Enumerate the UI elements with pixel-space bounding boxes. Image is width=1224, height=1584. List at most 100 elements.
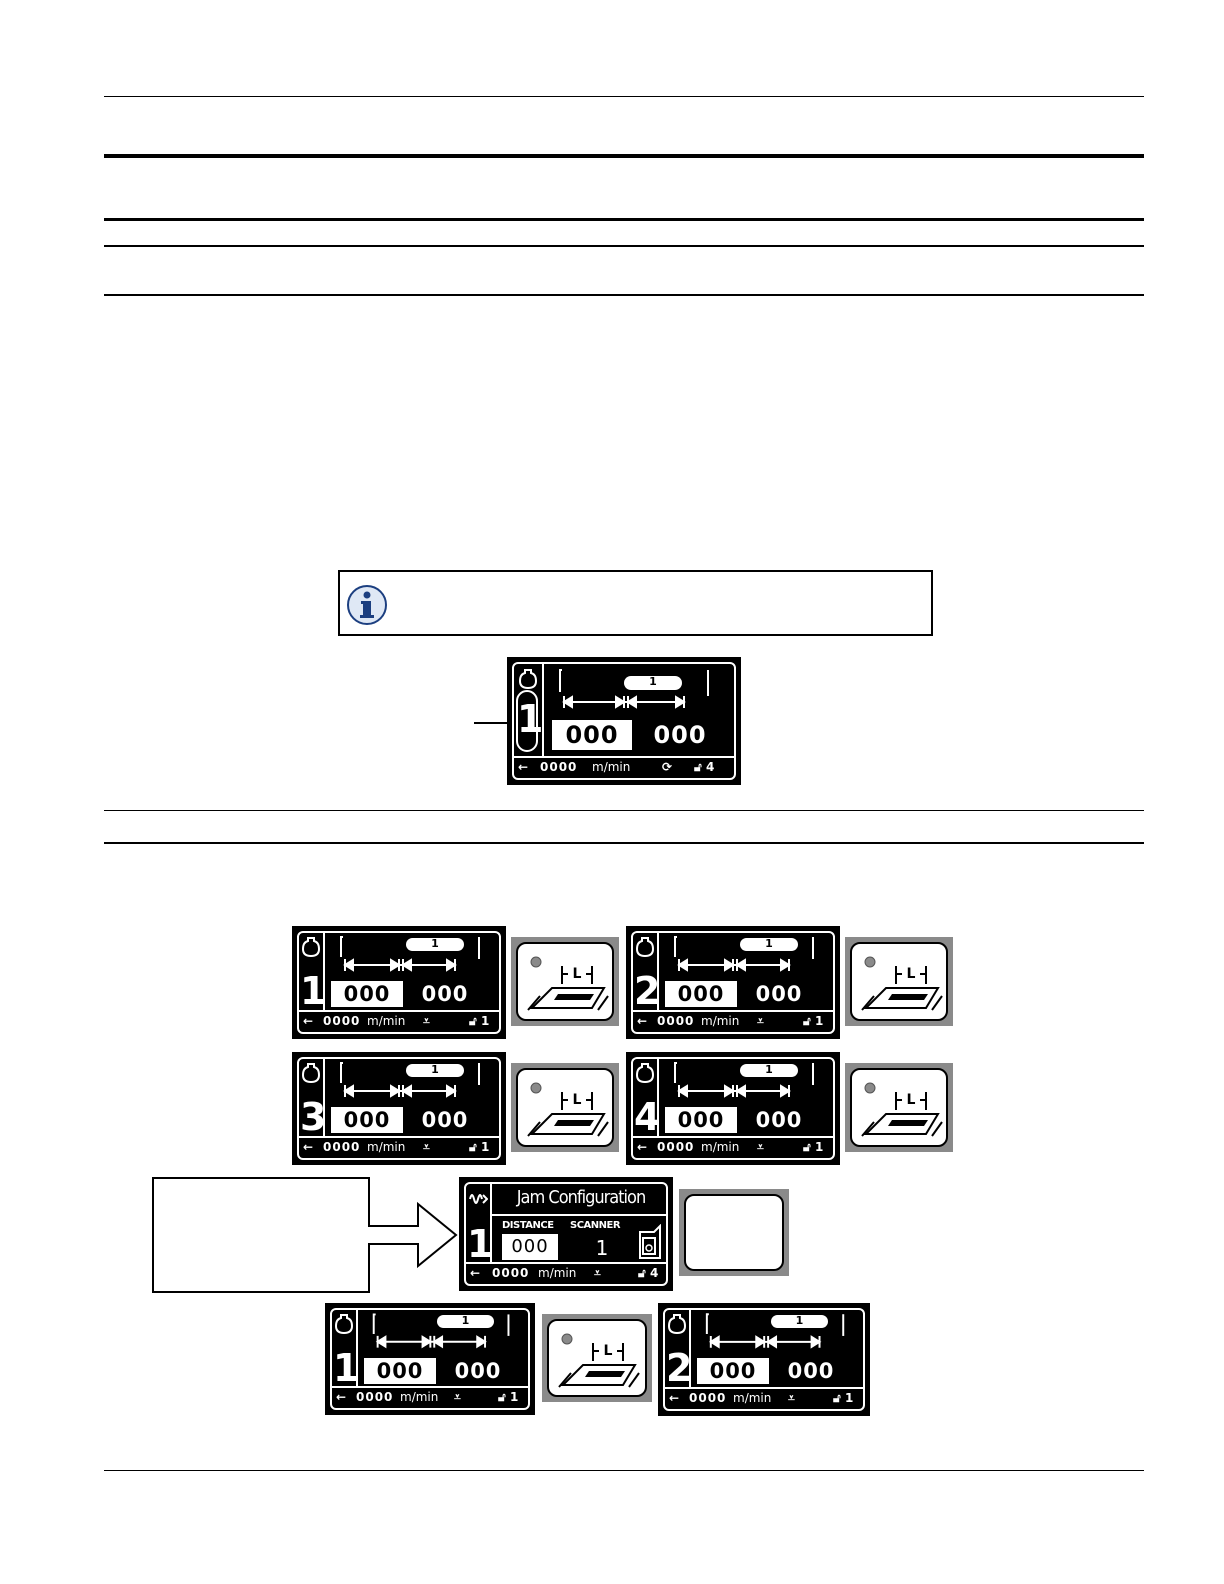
jam-lcd-display: 1 Jam Configuration DISTANCE 000 SCANNER…	[459, 1177, 673, 1291]
distance-value: 000	[502, 1234, 558, 1260]
value-left: 000	[331, 1107, 403, 1133]
jam-speed-unit: m/min	[538, 1266, 577, 1280]
speed-unit: m/min	[367, 1140, 406, 1154]
channel-number: 2	[666, 1346, 693, 1390]
channel-number: 1	[300, 969, 327, 1013]
scanner-pill: 1	[771, 1315, 828, 1328]
value-right: 000	[421, 982, 469, 1006]
back-arrow-icon: ←	[637, 1140, 648, 1154]
value-left: 000	[665, 1107, 737, 1133]
channel-number: 1	[333, 1346, 360, 1390]
wave-icon	[469, 1194, 488, 1204]
value-left: 000	[665, 981, 737, 1007]
lock-icon: 🔓︎	[803, 1014, 811, 1028]
lock-level: 1	[845, 1391, 854, 1405]
download-icon: ⩡	[757, 1140, 764, 1154]
status-bar: ← 0000 m/min ⩡ 🔓︎ 1	[633, 1010, 833, 1032]
channel-number: 2	[634, 969, 661, 1013]
length-graphic	[674, 936, 814, 972]
length-button-icon[interactable]: L	[511, 1063, 619, 1152]
value-right: 000	[454, 1359, 502, 1383]
rule-heading-bottom	[104, 218, 1144, 221]
speed-value: 0000	[689, 1391, 727, 1405]
speed-value: 0000	[323, 1014, 361, 1028]
length-button-icon[interactable]: L	[845, 1063, 953, 1152]
status-bar: ← 0000 m/min ⟳ 🔓︎ 4	[514, 756, 734, 778]
arrow-right-icon	[368, 1201, 458, 1269]
button-face: L	[850, 942, 948, 1021]
scanner-label: SCANNER	[570, 1220, 621, 1231]
back-arrow-icon: ←	[669, 1391, 680, 1405]
length-button-graphic: L	[861, 956, 943, 1011]
value-right: 000	[787, 1359, 835, 1383]
value-left: 000	[364, 1358, 436, 1384]
speed-unit: m/min	[400, 1390, 439, 1404]
svg-text:L: L	[604, 1343, 613, 1359]
rule-section-bottom	[104, 842, 1144, 844]
length-button-icon[interactable]: L	[845, 937, 953, 1026]
download-icon: ⩡	[423, 1140, 430, 1154]
scanner-pill: 1	[437, 1315, 494, 1328]
length-graphic	[674, 1062, 814, 1098]
lock-icon: 🔓︎	[803, 1140, 811, 1154]
refresh-icon: ⟳	[662, 760, 673, 774]
jam-title: Jam Configuration	[516, 1187, 646, 1208]
lock-level: 4	[706, 760, 715, 774]
scanner-pill: 1	[406, 938, 464, 951]
speed-value: 0000	[657, 1014, 695, 1028]
lock-level: 1	[481, 1140, 490, 1154]
length-button-graphic: L	[527, 956, 609, 1011]
value-left: 000	[331, 981, 403, 1007]
lock-icon: 🔓︎	[469, 1140, 477, 1154]
length-button-icon[interactable]	[679, 1189, 789, 1276]
value-right: 000	[421, 1108, 469, 1132]
download-icon: ⩡	[788, 1391, 795, 1405]
callout-box	[152, 1177, 370, 1293]
channel-lcd-display: 2 1 000 000 ← 0000 m/min ⩡ 🔓︎ 1	[658, 1303, 870, 1416]
back-arrow-icon: ←	[336, 1390, 347, 1404]
speed-unit: m/min	[367, 1014, 406, 1028]
speed-value: 0000	[540, 760, 578, 774]
rule-top	[104, 96, 1144, 97]
rule-subheading-bottom	[104, 294, 1144, 296]
status-bar: ← 0000 m/min ⩡ 🔓︎ 1	[299, 1010, 499, 1032]
button-face: L	[547, 1319, 647, 1397]
length-button-graphic: L	[861, 1082, 943, 1137]
length-button-graphic: L	[527, 1082, 609, 1137]
channel-lcd-display: 1 1 000 000 ← 0000 m/min ⩡ 🔓︎ 1	[292, 926, 506, 1039]
channel-lcd-display: 1 1 000 000 ← 0000 m/min ⩡ 🔓︎ 1	[325, 1303, 535, 1415]
length-graphic	[705, 1313, 845, 1349]
speed-unit: m/min	[733, 1391, 772, 1405]
info-note	[338, 570, 933, 636]
jam-speed-value: 0000	[492, 1266, 530, 1280]
svg-text:L: L	[907, 966, 916, 982]
speed-unit: m/min	[592, 760, 631, 774]
lock-icon: 🔓︎	[694, 760, 702, 774]
jam-status-bar: ← 0000 m/min ⩡ 🔓︎ 4	[466, 1262, 666, 1284]
back-arrow-icon: ←	[470, 1266, 481, 1280]
bottle-icon	[668, 1314, 686, 1335]
callout-line	[474, 722, 520, 724]
lock-icon: 🔓︎	[638, 1266, 646, 1280]
length-button-icon[interactable]: L	[542, 1314, 652, 1402]
download-icon: ⩡	[423, 1014, 430, 1028]
download-icon: ⩡	[757, 1014, 764, 1028]
info-icon	[347, 585, 387, 625]
length-button-icon[interactable]: L	[511, 937, 619, 1026]
scanner-pill: 1	[406, 1064, 464, 1077]
channel-number: 4	[634, 1095, 661, 1139]
channel-lcd-display: 2 1 000 000 ← 0000 m/min ⩡ 🔓︎ 1	[626, 926, 840, 1039]
length-graphic	[372, 1313, 510, 1349]
lock-icon: 🔓︎	[833, 1391, 841, 1405]
rule-heading-top	[104, 154, 1144, 158]
bottle-icon	[636, 937, 654, 958]
speed-value: 0000	[657, 1140, 695, 1154]
jam-title-divider	[492, 1214, 666, 1216]
bottle-icon	[302, 937, 320, 958]
length-button-graphic: L	[558, 1333, 640, 1388]
lock-level: 1	[481, 1014, 490, 1028]
value-right: 000	[653, 721, 707, 749]
bottle-icon	[302, 1063, 320, 1084]
button-face: L	[850, 1068, 948, 1147]
length-graphic	[340, 936, 480, 972]
